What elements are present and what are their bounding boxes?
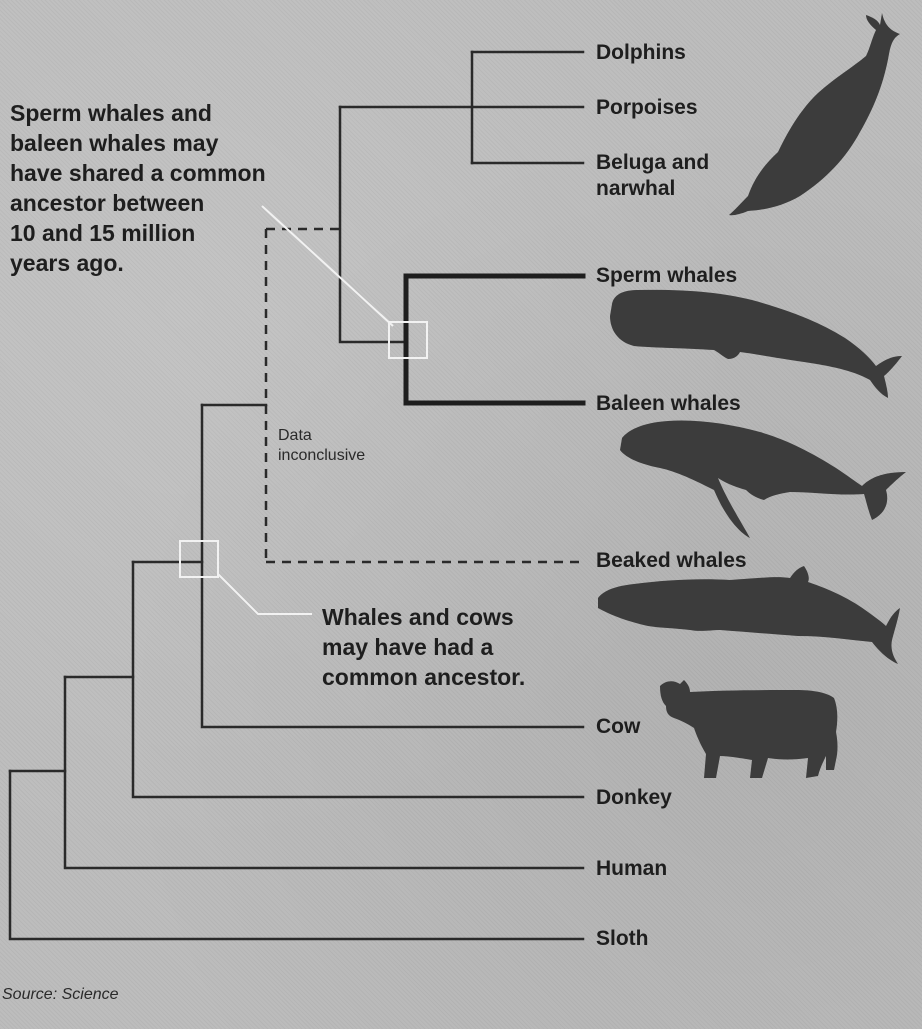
highlight-box-cow-whale [180,541,218,577]
annotation-line: have shared a common [10,158,266,188]
label-beluga-line1: Beluga and [596,150,709,176]
leader-line-sperm-baleen [262,206,393,326]
cow-silhouette [660,680,838,778]
source-credit: Source: Science [2,986,119,1004]
label-human: Human [596,856,667,882]
label-sperm-whales: Sperm whales [596,263,737,289]
baleen-whale-silhouette [620,421,906,538]
beaked-whale-silhouette [598,566,900,664]
annotation-line: may have had a [322,632,525,662]
annotation-data-inconclusive: Data inconclusive [278,426,365,466]
label-sloth: Sloth [596,926,649,952]
label-cow: Cow [596,714,640,740]
annotation-line: baleen whales may [10,128,266,158]
label-donkey: Donkey [596,785,672,811]
node-human [65,677,583,868]
dolphin-silhouette [729,13,900,215]
label-beluga: Beluga and narwhal [596,150,709,202]
label-porpoises: Porpoises [596,95,698,121]
annotation-line: common ancestor. [322,662,525,692]
leader-line-cow-whale [218,574,312,614]
annotation-sperm-baleen: Sperm whales and baleen whales may have … [10,98,266,278]
annotation-line: inconclusive [278,446,365,466]
annotation-line: Data [278,426,365,446]
annotation-line: Sperm whales and [10,98,266,128]
annotation-line: years ago. [10,248,266,278]
label-dolphins: Dolphins [596,40,686,66]
annotation-line: ancestor between [10,188,266,218]
label-beluga-line2: narwhal [596,176,709,202]
sperm-whale-silhouette [610,290,902,398]
label-baleen-whales: Baleen whales [596,391,741,417]
annotation-line: 10 and 15 million [10,218,266,248]
annotation-line: Whales and cows [322,602,525,632]
label-beaked-whales: Beaked whales [596,548,747,574]
annotation-whales-cows: Whales and cows may have had a common an… [322,602,525,692]
